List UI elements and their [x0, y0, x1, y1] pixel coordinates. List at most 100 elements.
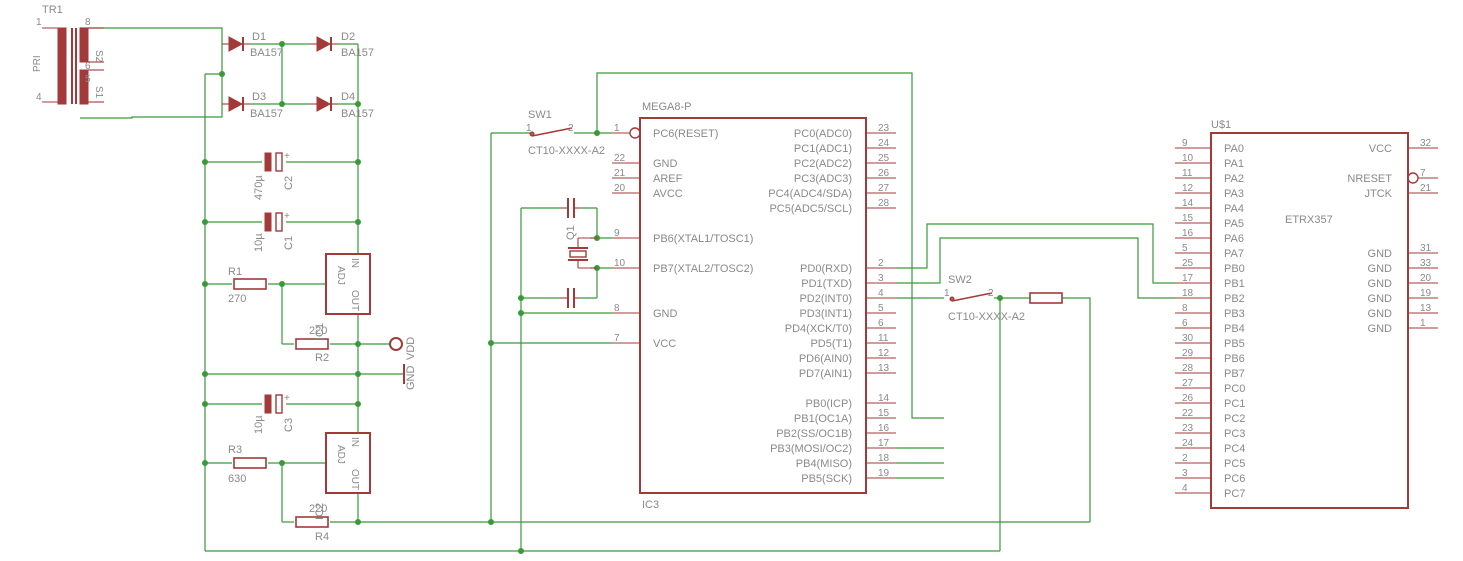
u1-pin-label: PA5: [1224, 218, 1244, 230]
crystal-q1: Q1: [565, 225, 597, 269]
svg-text:+: +: [284, 393, 290, 404]
tr1-pin-1: 1: [36, 17, 42, 28]
r4-name: R4: [315, 531, 329, 543]
resistor-r2: 220 R2: [295, 325, 329, 364]
u1-pin-number: 29: [1182, 348, 1194, 359]
u1-pin-label: PB1: [1224, 278, 1245, 290]
wires: [80, 27, 1175, 552]
u1-pin-number: 30: [1182, 333, 1194, 344]
u1-pin-label: PB4: [1224, 323, 1245, 335]
resistor-r4: 220 R4: [295, 503, 329, 543]
ic3-pin-label: PC0(ADC0): [794, 128, 852, 140]
u1-pin-number: 17: [1182, 273, 1194, 284]
ic3-pin-number: 27: [878, 183, 890, 194]
u1-pin-number: 23: [1182, 423, 1194, 434]
ic2-in: IN: [349, 437, 360, 447]
u1-pin-label: PC5: [1224, 458, 1245, 470]
d4-value: BA157: [341, 108, 374, 120]
ic3-pin-25: PC2(ADC2)25: [794, 153, 896, 170]
ic1-in: IN: [349, 258, 360, 268]
transformer-tr1: TR1 1 4 8 6 5 PRI S2 S1: [32, 4, 104, 105]
sw2-value: CT10-XXXX-A2: [948, 311, 1025, 323]
c2-name: C2: [283, 176, 295, 190]
vdd-label: VDD: [405, 337, 417, 360]
ic3-pin-26: PC3(ADC3)26: [794, 168, 896, 185]
ic3-pin-number: 14: [878, 393, 890, 404]
ic3-pin-28: PC5(ADC5/SCL)28: [769, 198, 896, 215]
d4-name: D4: [341, 91, 355, 103]
ic3-pin-number: 1: [614, 123, 620, 134]
d1-name: D1: [252, 31, 266, 43]
u1-pin-number: 27: [1182, 378, 1194, 389]
c3-name: C3: [283, 418, 295, 432]
resistor-r1: R1 270: [228, 266, 267, 305]
sw1-pin-2: 2: [568, 123, 574, 134]
u1-value: ETRX357: [1285, 214, 1333, 226]
tr1-s1-label: S1: [93, 86, 104, 99]
ic3-pin-number: 3: [878, 273, 884, 284]
u1-pin-label: JTCK: [1365, 188, 1393, 200]
u1-pin-number: 21: [1420, 183, 1432, 194]
u1-pin-label: NRESET: [1347, 173, 1392, 185]
capacitor-c3: + 10µ C3: [253, 393, 295, 434]
crystal-cap-top: [560, 198, 580, 218]
tr1-name: TR1: [42, 4, 63, 16]
u1-pin-label: VCC: [1369, 143, 1392, 155]
u1-pin-label: PB3: [1224, 308, 1245, 320]
ic3-pin-label: PD5(T1): [810, 338, 852, 350]
u1-pin-number: 8: [1182, 303, 1188, 314]
ic3-pin-number: 24: [878, 138, 890, 149]
d2-name: D2: [341, 31, 355, 43]
resistor-sw2-series: [1029, 292, 1063, 304]
r2-value: 220: [309, 325, 327, 337]
u1-pin-number: 25: [1182, 258, 1194, 269]
tr1-pin-5: 5: [85, 74, 91, 85]
ic3-pin-number: 2: [878, 258, 884, 269]
ic3-pin-label: PC5(ADC5/SCL): [769, 203, 852, 215]
u1-pin-number: 6: [1182, 318, 1188, 329]
ic3-pin-label: VCC: [653, 338, 676, 350]
ic3-pin-label: PC3(ADC3): [794, 173, 852, 185]
r3-name: R3: [228, 444, 242, 456]
u1-pin-number: 2: [1182, 453, 1188, 464]
sw1-name: SW1: [528, 109, 552, 121]
ic3-pin-17: PB3(MOSI/OC2)17: [770, 438, 896, 455]
u1-etrx357: U$1 ETRX357 PA09PA110PA211PA312PA414PA51…: [1175, 119, 1438, 509]
ic3-pin-label: GND: [653, 158, 678, 170]
ic3-pin-number: 21: [614, 168, 626, 179]
tr1-s2-label: S2: [93, 50, 104, 63]
diode-d3: D3 BA157: [222, 91, 283, 120]
u1-pin-label: GND: [1368, 248, 1393, 260]
ic3-pin-label: GND: [653, 308, 678, 320]
svg-text:+: +: [284, 151, 290, 162]
r4-value: 220: [309, 503, 327, 515]
u1-pin-number: 18: [1182, 288, 1194, 299]
ic3-pin-label: PB0(ICP): [806, 398, 852, 410]
ic3-pin-11: PD5(T1)11: [810, 333, 896, 350]
u1-pin-31: GND 31: [1368, 243, 1438, 260]
u1-pin-number: 5: [1182, 243, 1188, 254]
u1-pin-number: 32: [1420, 138, 1432, 149]
ic3-pin-13: PD7(AIN1)13: [799, 363, 896, 380]
ic3-pin-label: PD0(RXD): [800, 263, 852, 275]
ic1-name: IC1: [314, 323, 326, 340]
u1-pin-number: 3: [1182, 468, 1188, 479]
ic3-pin-label: PC6(RESET): [653, 128, 718, 140]
ic3-pin-1: PC6(RESET) 1: [612, 123, 718, 140]
u1-pin-label: PB0: [1224, 263, 1245, 275]
u1-pin-number: 31: [1420, 243, 1432, 254]
ic3-left-pins: PC6(RESET)1GND22AREF21AVCC20PB6(XTAL1/TO…: [612, 123, 753, 350]
